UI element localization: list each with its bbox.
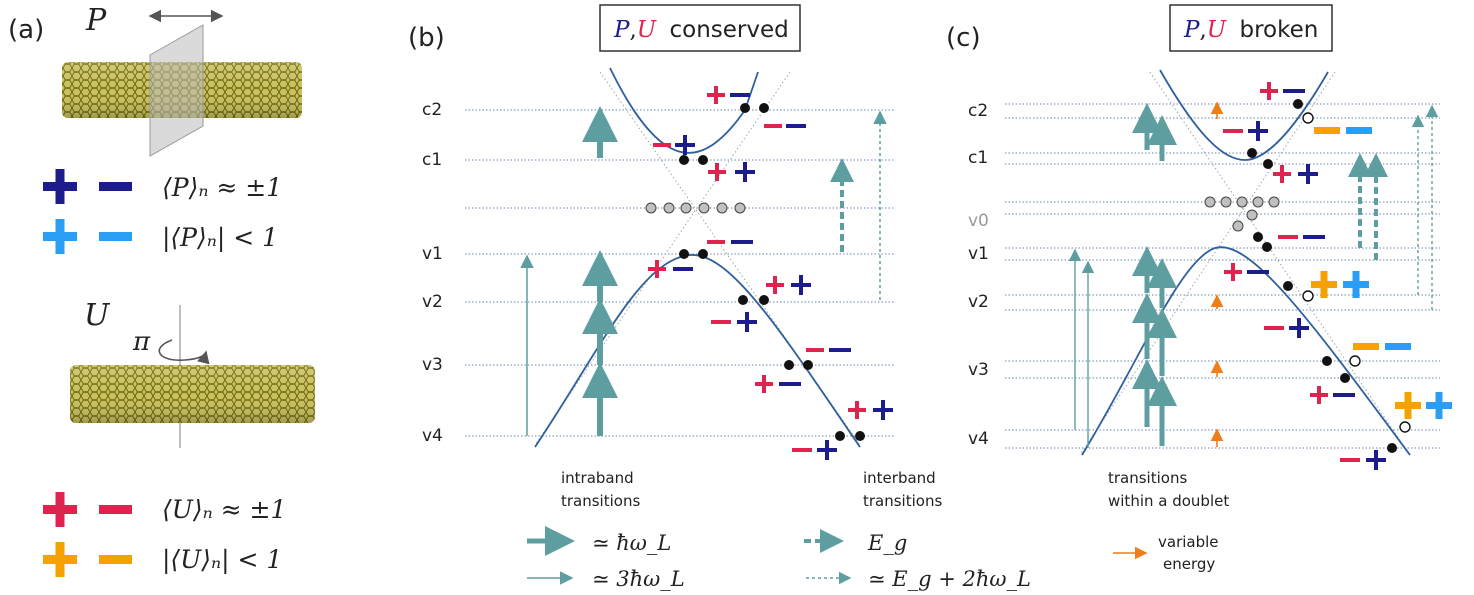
- conduction-band-c: [1159, 69, 1329, 161]
- svg-text:P,U broken: P,U broken: [1183, 17, 1318, 43]
- svg-text:v1: v1: [968, 244, 989, 264]
- legend-text: ⟨P⟩ₙ ≈ ±1: [162, 173, 282, 202]
- legend-u-conserved: ⟨U⟩ₙ ≈ ±1: [43, 492, 286, 527]
- dirac-cone-guides: [534, 71, 861, 446]
- legend-thin-dashed-text: ≃ E_g + 2ħω_L: [868, 567, 1031, 591]
- svg-text:v3: v3: [968, 360, 989, 380]
- occupied-states: [679, 103, 865, 441]
- valence-band-c: [1081, 246, 1411, 456]
- box-p: P: [613, 17, 630, 43]
- minus-sign: [99, 182, 132, 191]
- legend-thin-solid-text: ≃ 3ħω_L: [592, 567, 685, 591]
- arrow-legend: ≃ ħω_L ≃ 3ħω_L E_g ≃ E_g + 2ħω_L variabl…: [527, 526, 1219, 591]
- symmetry-box-conserved: P,U conserved: [599, 4, 801, 52]
- legend-text: |⟨P⟩ₙ| < 1: [162, 223, 278, 253]
- caption-interband-1: interband: [863, 469, 936, 487]
- svg-text:v4: v4: [422, 426, 443, 446]
- legend-text: ⟨U⟩ₙ ≈ ±1: [162, 495, 286, 524]
- svg-text:v2: v2: [968, 292, 989, 312]
- caption-interband-2: transitions: [863, 492, 942, 510]
- level-labels-c: c2 c1 v0 v1 v2 v3 v4: [968, 101, 989, 449]
- legend-orange-text-1: variable: [1158, 533, 1219, 551]
- panel-b-label: (b): [408, 23, 445, 53]
- energy-levels-split: [1005, 103, 1440, 449]
- grey-states-c: [1204, 196, 1280, 232]
- legend-text: |⟨U⟩ₙ| < 1: [162, 545, 282, 575]
- empty-states-c: [1302, 112, 1411, 433]
- svg-text:c1: c1: [422, 150, 442, 170]
- legend-thick-solid-text: ≃ ħω_L: [592, 531, 671, 555]
- caption-intraband-1: intraband: [561, 469, 634, 487]
- caption-intraband-2: transitions: [561, 492, 640, 510]
- box-u: U: [637, 17, 658, 43]
- parity-signs-c: [1223, 82, 1452, 470]
- level-labels: c2 c1 v1 v2 v3 v4: [422, 100, 443, 446]
- thick-arrows-c: [1132, 103, 1177, 446]
- u-operator-symbol: U: [84, 298, 111, 333]
- legend-orange-text-2: energy: [1163, 555, 1215, 573]
- svg-text:v3: v3: [422, 355, 443, 375]
- rotation-arrow: [158, 339, 210, 365]
- panel-c: (c) P,U broken c2 c1 v0 v1 v2 v3 v4: [946, 4, 1452, 510]
- nanotube-bottom: [70, 365, 315, 423]
- plus-sign: [43, 542, 77, 577]
- svg-text:v4: v4: [968, 429, 989, 449]
- pi-symbol: π: [132, 327, 151, 357]
- svg-text:c2: c2: [968, 101, 988, 121]
- svg-text:c2: c2: [422, 100, 442, 120]
- svg-text:v1: v1: [422, 244, 443, 264]
- minus-sign: [99, 232, 132, 241]
- valence-band: [534, 254, 861, 448]
- plus-sign: [43, 492, 77, 527]
- panel-c-label: (c): [946, 23, 981, 53]
- dirac-guides-c: [1079, 71, 1411, 456]
- grey-states: [645, 202, 746, 214]
- occupied-states-c: [1247, 99, 1397, 453]
- plus-sign: [43, 169, 77, 204]
- svg-text:c1: c1: [968, 148, 988, 168]
- caption-doublet-2: within a doublet: [1108, 492, 1229, 510]
- svg-text:v2: v2: [422, 292, 443, 312]
- mirror-plane: [149, 24, 204, 157]
- symmetry-box-broken: P,U broken: [1169, 4, 1333, 52]
- legend-u-broken: |⟨U⟩ₙ| < 1: [43, 542, 282, 577]
- svg-text:P,U conserved: P,U conserved: [613, 17, 789, 43]
- svg-text:v0: v0: [968, 211, 989, 231]
- parity-signs: [648, 86, 893, 460]
- panel-a: (a) P ⟨P⟩ₙ ≈ ±1 |⟨P⟩ₙ| < 1 U π: [8, 3, 315, 577]
- plus-sign: [43, 219, 77, 254]
- legend-p-conserved: ⟨P⟩ₙ ≈ ±1: [43, 169, 282, 204]
- box-word: conserved: [670, 17, 789, 43]
- panel-a-label: (a): [8, 15, 44, 45]
- panel-b: (b) P,U conserved c2 c1 v1 v2 v3 v4: [408, 4, 942, 510]
- p-operator-symbol: P: [85, 3, 107, 38]
- caption-doublet-1: transitions: [1108, 469, 1187, 487]
- minus-sign: [99, 505, 132, 514]
- minus-sign: [99, 555, 132, 564]
- legend-p-broken: |⟨P⟩ₙ| < 1: [43, 219, 278, 254]
- legend-thick-dashed-text: E_g: [867, 531, 907, 555]
